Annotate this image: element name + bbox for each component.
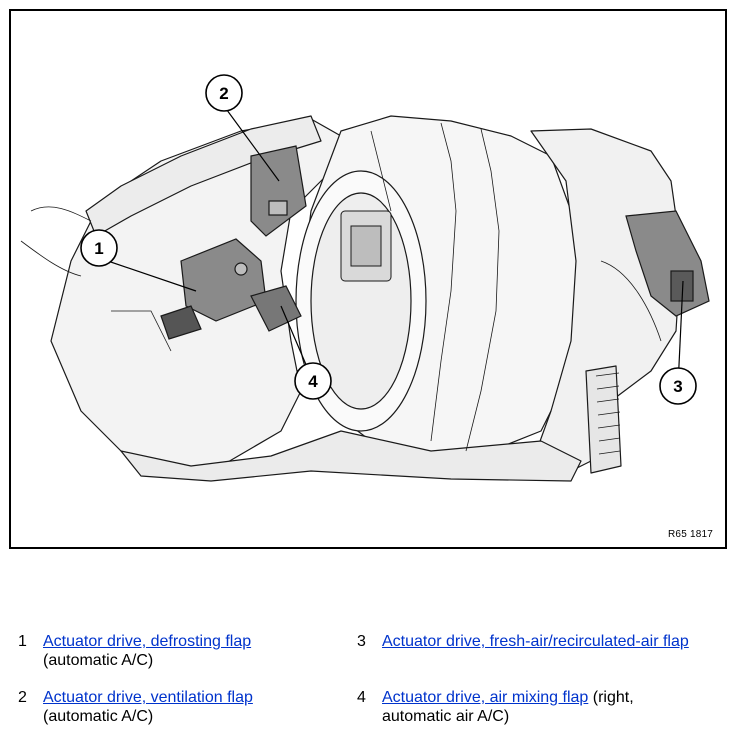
legend-note: automatic air A/C) xyxy=(382,708,510,725)
actuator-1-shape xyxy=(160,238,267,340)
callout-3: 3 xyxy=(659,367,697,405)
technical-illustration: 1 2 3 4 R65 1817 xyxy=(9,9,727,549)
legend-link-defrosting-flap[interactable]: Actuator drive, defrosting flap xyxy=(43,633,252,650)
heater-unit-drawing: 1 2 3 4 xyxy=(20,74,710,482)
callout-2: 2 xyxy=(205,74,243,112)
actuator-2-shape xyxy=(250,145,307,237)
figure-code: R65 1817 xyxy=(668,529,713,540)
actuator-4-shape xyxy=(250,285,302,332)
legend-number: 4 xyxy=(357,689,366,706)
actuator-3-shape xyxy=(625,210,710,317)
callout-4: 4 xyxy=(294,362,332,400)
legend-number: 1 xyxy=(18,633,27,650)
legend-note: (automatic A/C) xyxy=(43,652,154,669)
legend-link-fresh-air-flap[interactable]: Actuator drive, fresh-air/recirculated-a… xyxy=(382,633,689,650)
callout-label-1: 1 xyxy=(94,239,103,258)
legend-link-air-mixing-flap[interactable]: Actuator drive, air mixing flap xyxy=(382,689,589,706)
legend-suffix: (right, xyxy=(588,689,634,706)
callout-label-2: 2 xyxy=(219,84,228,103)
callout-label-3: 3 xyxy=(673,377,682,396)
callout-label-4: 4 xyxy=(308,372,318,391)
legend-number: 3 xyxy=(357,633,366,650)
callout-1: 1 xyxy=(80,229,118,267)
legend-link-ventilation-flap[interactable]: Actuator drive, ventilation flap xyxy=(43,689,253,706)
legend-note: (automatic A/C) xyxy=(43,708,154,725)
legend-number: 2 xyxy=(18,689,27,706)
